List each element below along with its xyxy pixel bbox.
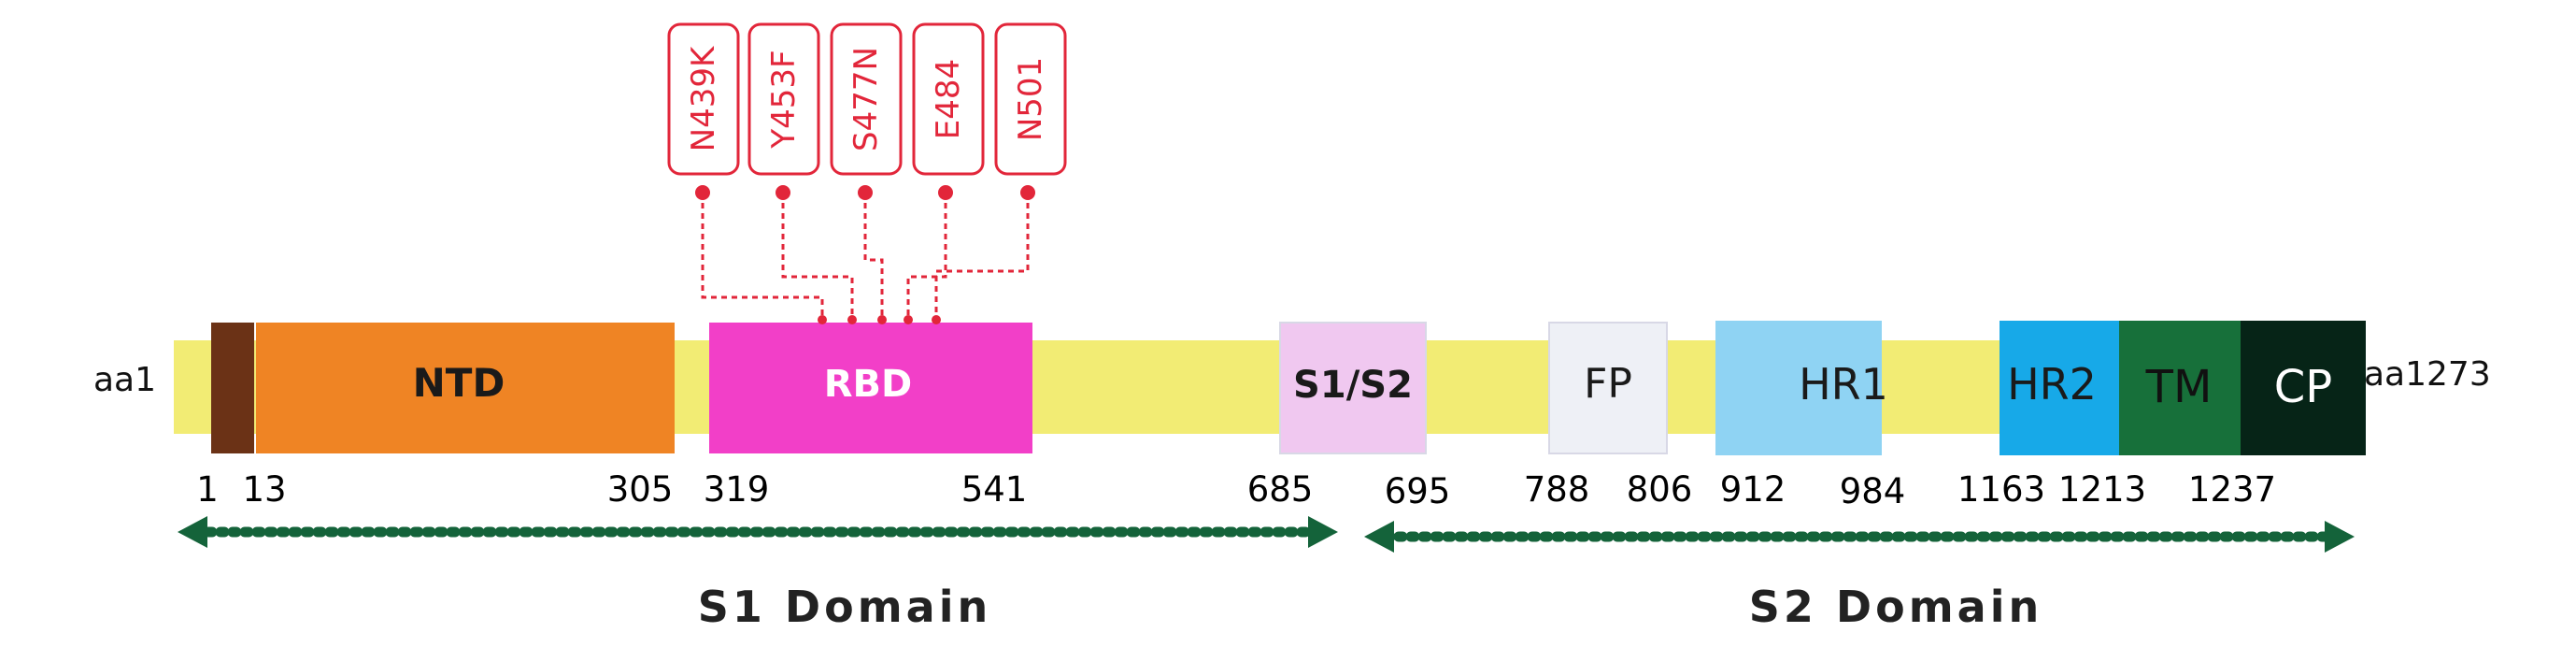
mutation-connector xyxy=(863,193,884,322)
tm-label: TM xyxy=(2145,361,2213,413)
position-label: 695 xyxy=(1385,471,1451,511)
position-label: 685 xyxy=(1247,469,1314,510)
mutation-box xyxy=(667,22,740,176)
mutation-callout: E484 xyxy=(904,22,985,324)
mutation-callout: S477N xyxy=(830,22,903,324)
s2-domain-arrow xyxy=(1364,521,2355,553)
mutation-connector xyxy=(701,193,824,322)
position-label: 13 xyxy=(242,469,286,510)
s1s2-label: S1/S2 xyxy=(1293,364,1413,407)
cp-domain-box xyxy=(2241,321,2366,455)
mutation-box xyxy=(994,22,1067,176)
mutation-callout: N501 xyxy=(932,22,1067,324)
hr1-label: HR1 xyxy=(1799,359,1888,410)
position-label: 1163 xyxy=(1957,469,2045,510)
mutation-site-dot xyxy=(932,315,941,324)
position-label: 319 xyxy=(704,469,770,510)
mutation-label: N439K xyxy=(685,45,722,151)
s1s2-cleavage-box xyxy=(1279,322,1427,454)
mutation-site-dot xyxy=(877,315,887,324)
position-label: 1237 xyxy=(2188,469,2276,510)
mutation-box xyxy=(747,22,820,176)
tm-domain-box xyxy=(2119,321,2241,455)
s1-domain-label: S1 Domain xyxy=(698,582,991,632)
mutation-dot xyxy=(1020,185,1035,200)
position-label: 1 xyxy=(196,469,219,510)
ntd-domain-box xyxy=(256,323,675,453)
rbd-label: RBD xyxy=(824,363,913,406)
mutation-callout: Y453F xyxy=(747,22,857,324)
mutation-dot xyxy=(695,185,710,200)
domain-label-layer: NTD RBD S1/S2 FP HR1 HR2 TM CP xyxy=(413,359,2333,413)
mutation-dot xyxy=(938,185,953,200)
start-aa-label: aa1 xyxy=(93,361,156,399)
mutation-box xyxy=(830,22,903,176)
s1-domain-arrow xyxy=(178,516,1338,548)
fp-domain-box xyxy=(1548,322,1668,454)
mutation-callout: N439K xyxy=(667,22,827,324)
mutation-site-dot xyxy=(818,315,827,324)
fp-label: FP xyxy=(1584,360,1632,408)
mutation-label: N501 xyxy=(1012,57,1049,141)
mutation-layer: N439K Y453F S477N E484 N501 xyxy=(667,22,1067,324)
s2-domain-label: S2 Domain xyxy=(1749,582,2042,632)
mutation-dot xyxy=(858,185,873,200)
hr1-domain-box xyxy=(1715,321,1882,455)
rbd-domain-box xyxy=(709,323,1032,453)
hr2-domain-box xyxy=(2000,321,2119,455)
signal-peptide-box xyxy=(211,323,254,453)
hr2-label: HR2 xyxy=(2007,359,2097,410)
mutation-connector xyxy=(934,193,1030,322)
mutation-site-dot xyxy=(847,315,857,324)
position-label: 1213 xyxy=(2058,469,2146,510)
position-label: 788 xyxy=(1524,469,1590,510)
position-label: 541 xyxy=(961,469,1028,510)
cp-label: CP xyxy=(2274,361,2332,413)
position-label-layer: 1 13 305 319 541 685 695 788 806 912 984… xyxy=(196,469,2276,511)
mutation-connector xyxy=(781,193,854,322)
end-aa-label: aa1273 xyxy=(2364,355,2491,394)
mutation-label: E484 xyxy=(930,59,967,139)
position-label: 912 xyxy=(1720,469,1786,510)
mutation-box xyxy=(912,22,985,176)
ntd-label: NTD xyxy=(413,360,505,406)
domain-layer xyxy=(211,321,2366,455)
position-label: 806 xyxy=(1627,469,1693,510)
mutation-label: S477N xyxy=(847,47,885,151)
position-label: 305 xyxy=(607,469,674,510)
region-layer: S1 Domain S2 Domain xyxy=(178,516,2355,632)
mutation-dot xyxy=(776,185,790,200)
mutation-connector xyxy=(906,193,947,322)
position-label: 984 xyxy=(1840,471,1906,511)
mutation-label: Y453F xyxy=(765,50,803,149)
mutation-site-dot xyxy=(904,315,913,324)
